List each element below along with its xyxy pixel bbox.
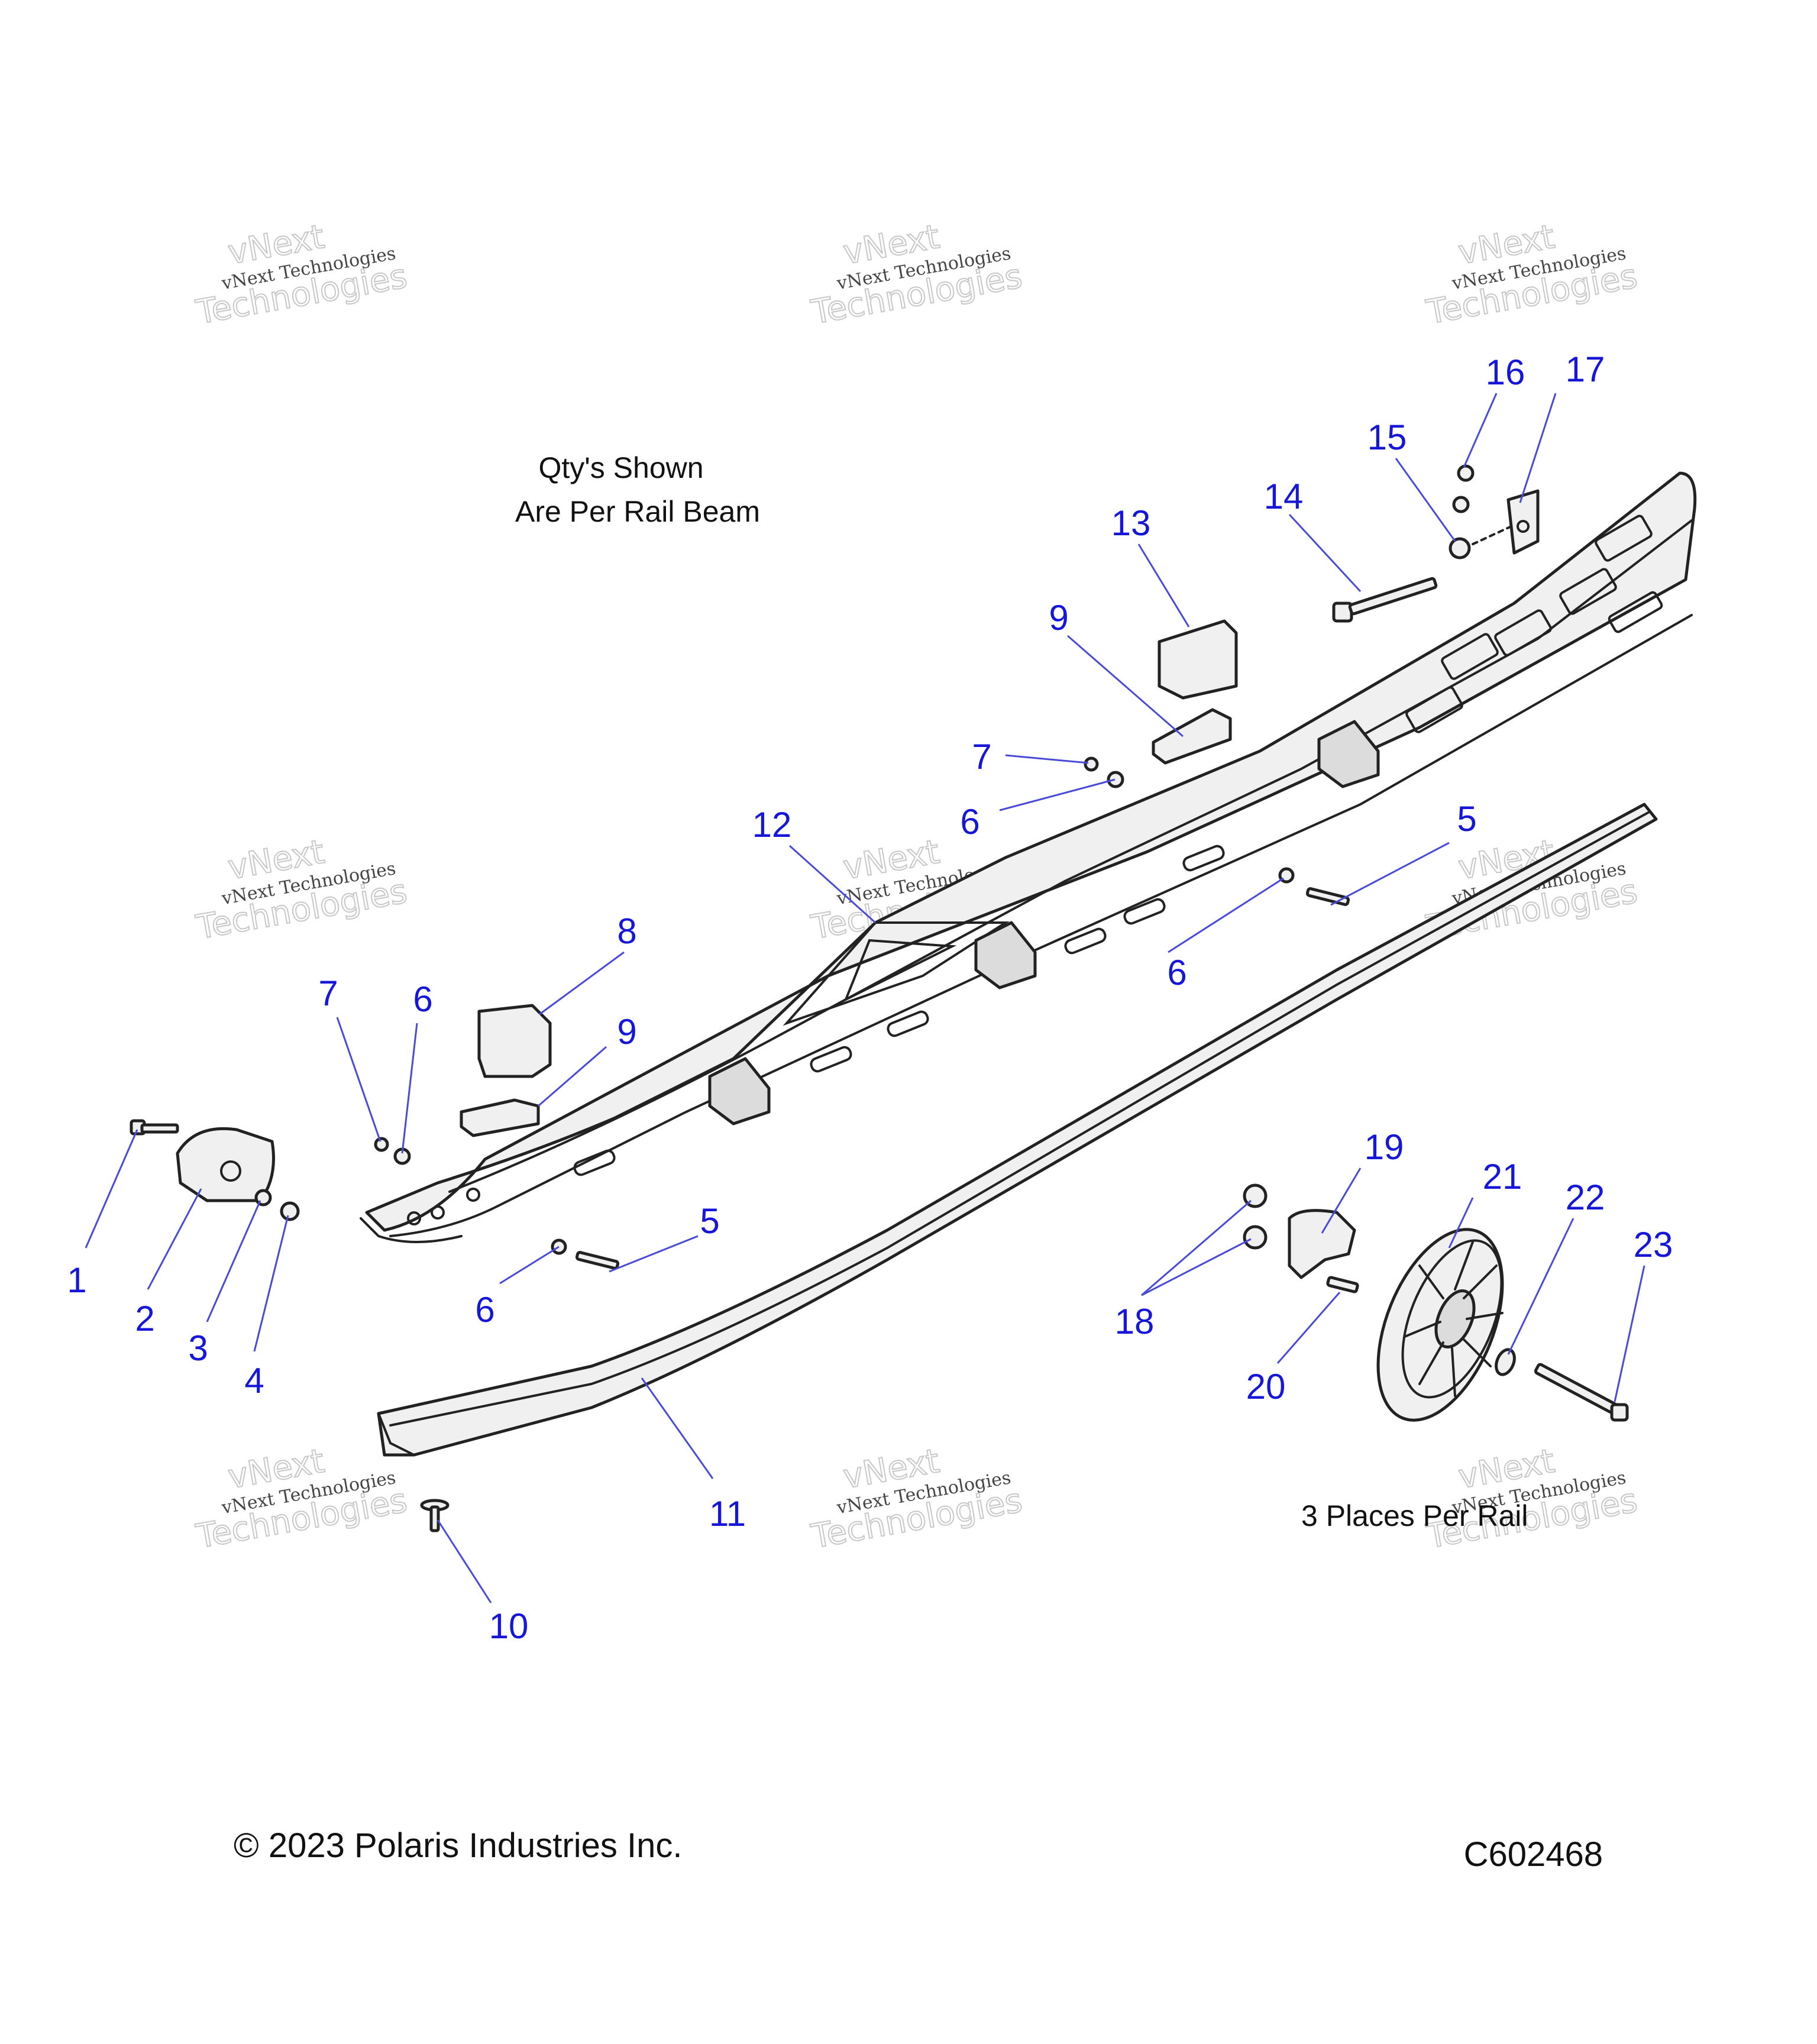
callout-6: 6 (413, 979, 432, 1019)
rail-beam-part-12 (360, 471, 1697, 1243)
end-cap-part-2 (176, 1127, 275, 1202)
nut-part-4 (280, 1201, 300, 1221)
callout-labels: 1 2 3 4 5 5 6 6 6 6 7 7 8 9 9 10 11 12 1… (67, 350, 1673, 1646)
callout-13: 13 (1111, 503, 1151, 543)
nut-part-7 (374, 1137, 389, 1152)
callout-5: 5 (700, 1201, 719, 1241)
callout-8: 8 (617, 911, 636, 951)
callout-7: 7 (318, 974, 338, 1013)
watermark: vNext vNext Technologies Technologies (193, 832, 411, 947)
callout-1: 1 (67, 1260, 86, 1300)
callout-19: 19 (1365, 1127, 1404, 1167)
callout-23: 23 (1634, 1225, 1673, 1264)
fastener-part-16 (1452, 496, 1470, 513)
callout-6: 6 (475, 1290, 494, 1330)
bolt-part-5 (575, 1251, 620, 1270)
block-part-8 (477, 1004, 552, 1078)
bolt-part-5 (1305, 887, 1350, 906)
callout-6: 6 (1167, 953, 1186, 992)
callout-12: 12 (752, 805, 792, 845)
washer-part-22 (1495, 1348, 1516, 1376)
watermark: vNext vNext Technologies Technologies (1423, 1441, 1641, 1557)
callout-15: 15 (1367, 418, 1407, 457)
bracket-part-19 (1288, 1209, 1356, 1279)
bolt-part-20 (1326, 1276, 1359, 1293)
block-part-13 (1158, 619, 1238, 700)
screw-part-10 (420, 1499, 450, 1532)
watermark: vNext vNext Technologies Technologies (193, 1441, 411, 1557)
note-qty-line1: Qty's Shown (538, 451, 703, 484)
washer-part-3 (254, 1189, 272, 1207)
slider-block-part-9 (460, 1098, 540, 1137)
callout-9: 9 (617, 1012, 636, 1052)
callout-2: 2 (135, 1299, 154, 1338)
watermark: vNext vNext Technologies Technologies (808, 1441, 1026, 1557)
watermark: vNext vNext Technologies Technologies (1423, 217, 1641, 332)
bolt-part-1 (130, 1119, 179, 1136)
callout-3: 3 (188, 1328, 208, 1368)
note-qty-line2: Are Per Rail Beam (515, 495, 760, 528)
callout-6: 6 (960, 802, 979, 842)
callout-5: 5 (1457, 799, 1476, 839)
beam-slots (573, 515, 1663, 1176)
callout-18: 18 (1115, 1302, 1155, 1341)
bolt-part-14 (1332, 577, 1438, 623)
nut-part-7 (1084, 756, 1099, 772)
callout-7: 7 (972, 737, 991, 777)
callout-20: 20 (1246, 1367, 1286, 1406)
hanger-bracket (708, 1057, 771, 1126)
bolt-part-23 (1534, 1363, 1629, 1422)
copyright-text: © 2023 Polaris Industries Inc. (234, 1826, 682, 1865)
leader-lines (85, 393, 1645, 1603)
note-places-per-rail: 3 Places Per Rail (1301, 1499, 1528, 1532)
nut-part-18 (1243, 1225, 1268, 1250)
wheel-part-21 (1376, 1228, 1504, 1422)
hanger-bracket (974, 921, 1037, 989)
callout-21: 21 (1483, 1157, 1522, 1196)
washer-part-6 (1107, 771, 1124, 788)
diagram-code: C602468 (1464, 1835, 1603, 1874)
slide-part-11 (377, 803, 1658, 1457)
callout-22: 22 (1566, 1178, 1605, 1217)
watermark: vNext vNext Technologies Technologies (808, 217, 1026, 332)
callout-16: 16 (1486, 352, 1525, 392)
slider-block-part-9 (1152, 708, 1232, 765)
fastener-part-16 (1457, 464, 1475, 482)
callout-14: 14 (1264, 477, 1304, 516)
callout-11: 11 (709, 1494, 746, 1534)
callout-17: 17 (1566, 350, 1605, 389)
callout-4: 4 (244, 1361, 264, 1401)
callout-9: 9 (1049, 598, 1068, 638)
hanger-bracket (1317, 720, 1380, 788)
callout-10: 10 (489, 1606, 529, 1646)
nut-part-15 (1449, 537, 1471, 559)
watermark: vNext vNext Technologies Technologies (193, 217, 411, 332)
